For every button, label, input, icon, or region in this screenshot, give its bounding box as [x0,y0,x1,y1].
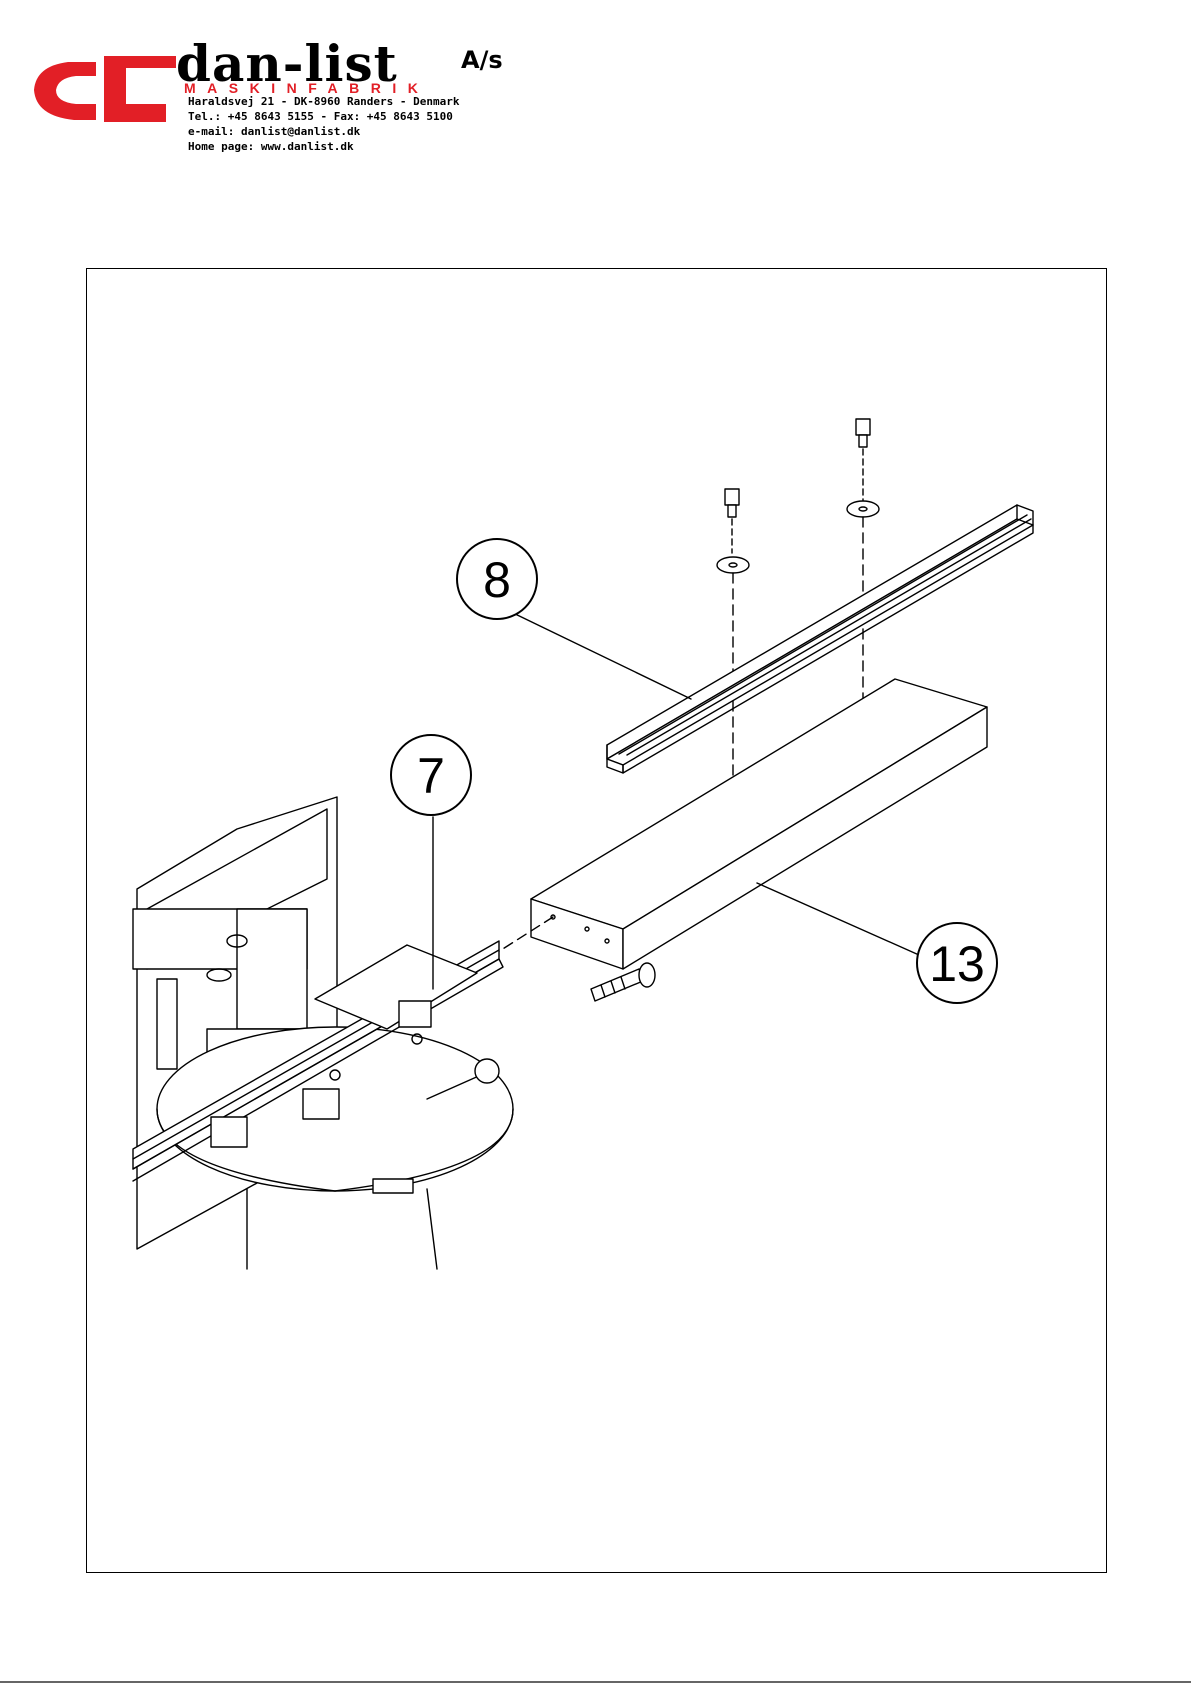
machine-assembly [133,797,513,1269]
brand-block: dan-list A/s MASKINFABRIK [176,42,398,86]
assembly-drawing: 8 7 13 [87,269,1108,1574]
letterhead: dan-list A/s MASKINFABRIK Haraldsvej 21 … [28,42,458,152]
drawing-frame: 8 7 13 [86,268,1107,1573]
callout-7: 7 [391,735,471,815]
homepage-line: Home page: www.danlist.dk [188,139,460,154]
company-logo-mark [28,50,188,130]
callout-8: 8 [457,539,537,619]
brand-suffix: A/s [461,46,503,74]
washer-icon [717,557,749,573]
screw-icon [725,489,739,553]
contact-block: Haraldsvej 21 - DK-8960 Randers - Denmar… [188,94,460,154]
address-line: Haraldsvej 21 - DK-8960 Randers - Denmar… [188,94,460,109]
callout-number-7: 7 [417,748,445,804]
page-bottom-rule [0,1681,1191,1683]
spacer-block-part-13 [531,679,987,969]
email-line: e-mail: danlist@danlist.dk [188,124,460,139]
leader-line-8 [509,611,691,699]
callout-number-13: 13 [929,936,985,992]
callout-number-8: 8 [483,552,511,608]
callout-13: 13 [917,923,997,1003]
washer-icon [847,501,879,517]
leader-line-13 [757,883,919,955]
screw-icon [856,419,870,501]
phone-fax-line: Tel.: +45 8643 5155 - Fax: +45 8643 5100 [188,109,460,124]
